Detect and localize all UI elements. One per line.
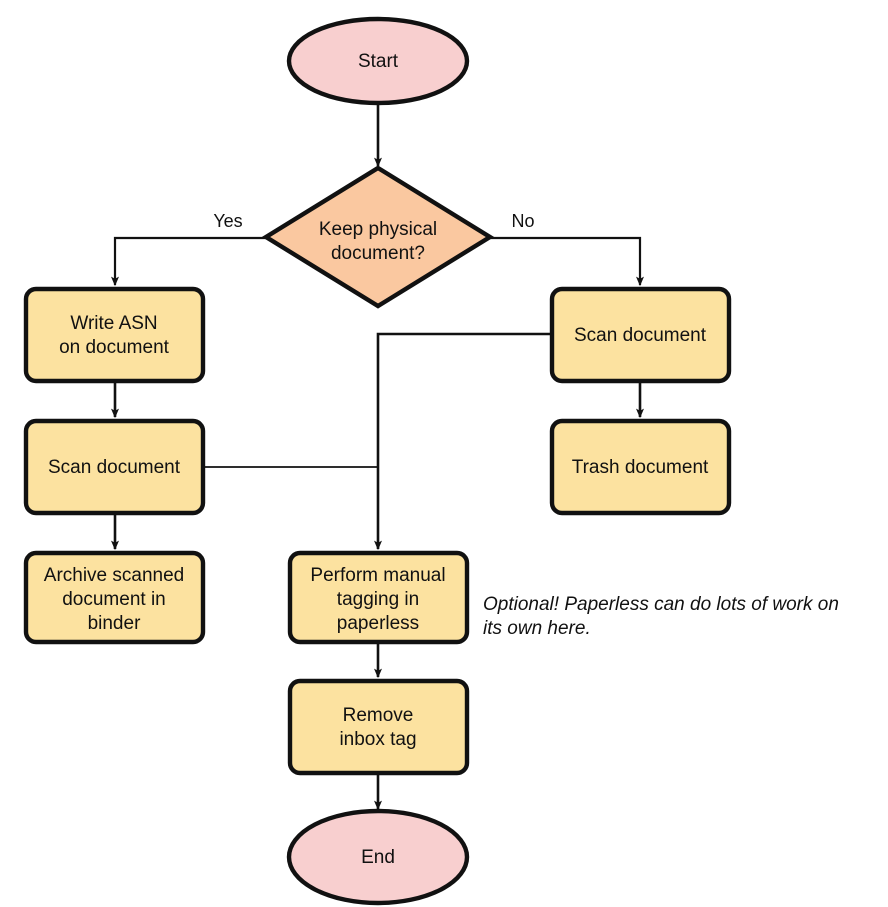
node-archive-binder[interactable]: Archive scanned document in binder <box>23 550 206 645</box>
annotation-optional-note-line2: its own here. <box>483 618 591 639</box>
node-shape-remove-inbox-tag[interactable] <box>287 678 470 776</box>
node-label-archive-binder-line1: Archive scanned <box>44 565 184 586</box>
node-scan-document-right[interactable]: Scan document <box>549 286 732 384</box>
edges-layer: Yes No <box>111 103 644 811</box>
edge-line-decision-to-write-asn <box>111 236 266 287</box>
annotation-optional-note-line1: Optional! Paperless can do lots of work … <box>483 594 839 615</box>
node-write-asn[interactable]: Write ASN on document <box>23 286 206 384</box>
node-label-scan-document-right: Scan document <box>574 325 707 346</box>
node-shape-keep-physical[interactable] <box>261 165 495 309</box>
edge-label-no: No <box>511 211 534 231</box>
edge-scan-right-to-tagging <box>374 332 552 551</box>
node-label-manual-tagging-line3: paperless <box>337 613 419 634</box>
node-shape-scan-document-left[interactable] <box>23 418 206 516</box>
node-label-write-asn-line1: Write ASN <box>70 313 157 334</box>
node-label-remove-inbox-tag-line1: Remove <box>343 705 414 726</box>
node-label-archive-binder-line2: document in <box>62 589 166 610</box>
node-end[interactable]: End <box>286 808 470 906</box>
node-label-end: End <box>361 847 395 868</box>
node-label-archive-binder-line3: binder <box>88 613 141 634</box>
node-shape-manual-tagging[interactable] <box>287 550 470 645</box>
edge-decision-to-write-asn: Yes <box>111 211 266 287</box>
edge-label-yes: Yes <box>213 211 242 231</box>
node-label-manual-tagging-line2: tagging in <box>337 589 419 610</box>
node-label-remove-inbox-tag-line2: inbox tag <box>339 729 416 750</box>
edge-line-decision-to-scan-right <box>490 236 644 287</box>
node-label-keep-physical-line1: Keep physical <box>319 219 437 240</box>
node-manual-tagging[interactable]: Perform manual tagging in paperless <box>287 550 470 645</box>
node-label-manual-tagging-line1: Perform manual <box>310 565 445 586</box>
node-label-start: Start <box>358 51 399 72</box>
node-label-write-asn-line2: on document <box>59 337 170 358</box>
node-shape-end[interactable] <box>286 808 470 906</box>
node-keep-physical[interactable]: Keep physical document? <box>261 165 495 309</box>
node-shape-scan-document-right[interactable] <box>549 286 732 384</box>
node-trash-document[interactable]: Trash document <box>549 418 732 516</box>
node-label-keep-physical-line2: document? <box>331 243 425 264</box>
nodes-layer: Start Keep physical document? Write ASN … <box>23 16 732 906</box>
node-shape-trash-document[interactable] <box>549 418 732 516</box>
node-start[interactable]: Start <box>286 16 470 106</box>
node-label-trash-document: Trash document <box>572 457 709 478</box>
annotations-layer: Optional! Paperless can do lots of work … <box>483 594 839 639</box>
node-remove-inbox-tag[interactable]: Remove inbox tag <box>287 678 470 776</box>
edge-line-scan-right-to-tagging <box>374 332 552 551</box>
node-shape-archive-binder[interactable] <box>23 550 206 645</box>
node-shape-write-asn[interactable] <box>23 286 206 384</box>
edge-decision-to-scan-right: No <box>490 211 644 287</box>
node-scan-document-left[interactable]: Scan document <box>23 418 206 516</box>
annotation-optional-note: Optional! Paperless can do lots of work … <box>483 594 839 639</box>
node-label-scan-document-left: Scan document <box>48 457 181 478</box>
node-shape-start[interactable] <box>286 16 470 106</box>
